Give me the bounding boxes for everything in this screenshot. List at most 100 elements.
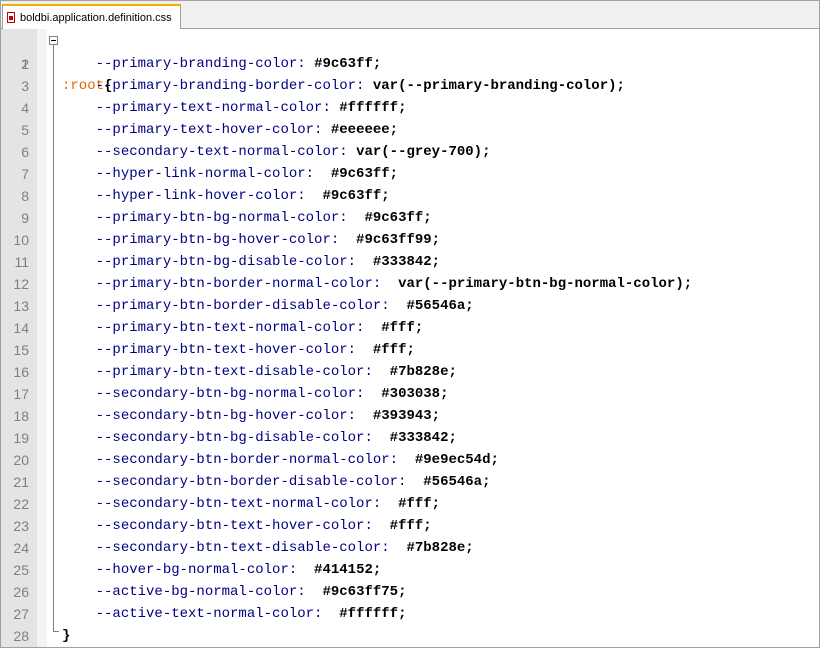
line-number: 6 (21, 144, 29, 160)
line-content: --primary-btn-border-disable-color: #565… (62, 295, 474, 317)
code-line: 1 :root{ (1, 31, 819, 94)
line-content: --hyper-link-hover-color: #9c63ff; (62, 185, 390, 207)
code-line: 14 --primary-btn-text-normal-color: #fff… (1, 317, 819, 339)
line-content: --hyper-link-normal-color: #9c63ff; (62, 163, 398, 185)
line-content: --secondary-btn-border-normal-color: #9e… (62, 449, 499, 471)
line-number: 3 (21, 78, 29, 94)
line-number: 12 (13, 276, 29, 292)
code-line: 12 --primary-btn-border-normal-color: va… (1, 273, 819, 295)
line-number: 10 (13, 232, 29, 248)
line-content: --secondary-text-normal-color: var(--gre… (62, 141, 491, 163)
css-property: --hyper-link-hover-color: (95, 188, 306, 204)
css-value: #fff; (372, 320, 424, 336)
css-value: #fff; (381, 518, 432, 534)
line-number: 8 (21, 188, 29, 204)
fold-guide-end (53, 631, 59, 632)
line-content: --secondary-btn-text-hover-color: #fff; (62, 515, 432, 537)
line-number: 22 (13, 496, 29, 512)
code-line: 24 --secondary-btn-text-disable-color: #… (1, 537, 819, 559)
css-value: #56546a; (414, 474, 491, 490)
css-property: --secondary-btn-bg-normal-color: (95, 386, 365, 402)
fold-guide (53, 45, 54, 632)
code-line: 15 --primary-btn-text-hover-color: #fff; (1, 339, 819, 361)
css-property: --secondary-btn-text-hover-color: (95, 518, 373, 534)
css-property: --primary-btn-bg-hover-color: (95, 232, 340, 248)
code-line: 2 --primary-branding-color: #9c63ff; (1, 53, 819, 75)
css-property: --secondary-btn-text-disable-color: (95, 540, 390, 556)
code-line: 6 --secondary-text-normal-color: var(--g… (1, 141, 819, 163)
code-editor[interactable]: 1 :root{ 2 --primary-branding-color: #9c… (1, 29, 819, 647)
css-value: #fff; (389, 496, 441, 512)
line-number: 13 (13, 298, 29, 314)
css-value: #303038; (372, 386, 449, 402)
line-number: 18 (13, 408, 29, 424)
line-number: 21 (13, 474, 29, 490)
code-line: 26 --active-bg-normal-color: #9c63ff75; (1, 581, 819, 603)
css-value: #9c63ff; (322, 166, 399, 182)
css-value: var(--grey-700); (356, 144, 491, 160)
css-property: --primary-branding-color: (95, 56, 306, 72)
code-line: 23 --secondary-btn-text-hover-color: #ff… (1, 515, 819, 537)
css-selector: :root (62, 78, 105, 94)
css-value: #9c63ff75; (314, 584, 407, 600)
code-line: 25 --hover-bg-normal-color: #414152; (1, 559, 819, 581)
code-line: 10 --primary-btn-bg-hover-color: #9c63ff… (1, 229, 819, 251)
css-value: #eeeeee; (330, 122, 399, 138)
css-value: #333842; (381, 430, 457, 446)
code-line: 11 --primary-btn-bg-disable-color: #3338… (1, 251, 819, 273)
code-line: 17 --secondary-btn-bg-normal-color: #303… (1, 383, 819, 405)
fold-margin (37, 29, 47, 647)
line-content: --primary-btn-text-hover-color: #fff; (62, 339, 415, 361)
code-line: 4 --primary-text-normal-color: #ffffff; (1, 97, 819, 119)
tab-file[interactable]: boldbi.application.definition.css (2, 4, 181, 29)
code-line: 16 --primary-btn-text-disable-color: #7b… (1, 361, 819, 383)
code-line: 20 --secondary-btn-border-normal-color: … (1, 449, 819, 471)
css-property: --active-bg-normal-color: (95, 584, 306, 600)
css-value: #7b828e; (398, 540, 474, 556)
code-line: 21 --secondary-btn-border-disable-color:… (1, 471, 819, 493)
line-number: 16 (13, 364, 29, 380)
line-content: --active-bg-normal-color: #9c63ff75; (62, 581, 407, 603)
line-number: 15 (13, 342, 29, 358)
code-line: 7 --hyper-link-normal-color: #9c63ff; (1, 163, 819, 185)
css-value: #ffffff; (339, 100, 407, 116)
code-line: 22 --secondary-btn-text-normal-color: #f… (1, 493, 819, 515)
file-icon (7, 12, 15, 23)
line-content: :root{ (62, 75, 112, 97)
line-content: --secondary-btn-text-disable-color: #7b8… (62, 537, 474, 559)
line-content: --active-text-normal-color: #ffffff; (62, 603, 407, 625)
css-value: #9e9ec54d; (406, 452, 499, 468)
css-property: --hover-bg-normal-color: (95, 562, 298, 578)
fold-minus-icon[interactable] (49, 36, 58, 45)
open-brace: { (104, 78, 113, 94)
css-property: --primary-btn-text-normal-color: (95, 320, 365, 336)
line-number: 19 (13, 430, 29, 446)
line-number: 26 (13, 584, 29, 600)
css-value: #7b828e; (381, 364, 457, 380)
line-number: 20 (13, 452, 29, 468)
code-line: 19 --secondary-btn-bg-disable-color: #33… (1, 427, 819, 449)
line-content: --primary-btn-bg-hover-color: #9c63ff99; (62, 229, 440, 251)
css-property: --primary-text-normal-color: (95, 100, 331, 116)
line-number: 23 (13, 518, 29, 534)
css-value: #fff; (364, 342, 415, 358)
code-line: 9 --primary-btn-bg-normal-color: #9c63ff… (1, 207, 819, 229)
css-value: #9c63ff; (356, 210, 432, 226)
code-line: 27 --active-text-normal-color: #ffffff; (1, 603, 819, 625)
css-property: --secondary-btn-border-normal-color: (95, 452, 399, 468)
css-property: --primary-btn-text-hover-color: (95, 342, 357, 358)
line-content: --primary-btn-text-disable-color: #7b828… (62, 361, 457, 383)
line-content: --primary-branding-color: #9c63ff; (62, 53, 382, 75)
line-content: --primary-text-hover-color: #eeeeee; (62, 119, 398, 141)
line-content: --hover-bg-normal-color: #414152; (62, 559, 382, 581)
code-line: 18 --secondary-btn-bg-hover-color: #3939… (1, 405, 819, 427)
code-lines: 1 :root{ 2 --primary-branding-color: #9c… (1, 31, 819, 647)
css-property: --primary-btn-bg-disable-color: (95, 254, 357, 270)
code-line: 3 --primary-branding-border-color: var(-… (1, 75, 819, 97)
tab-bar: boldbi.application.definition.css (1, 1, 819, 29)
css-property: --primary-btn-border-disable-color: (95, 298, 390, 314)
line-number: 14 (13, 320, 29, 336)
line-number: 24 (13, 540, 29, 556)
line-number: 4 (21, 100, 29, 116)
